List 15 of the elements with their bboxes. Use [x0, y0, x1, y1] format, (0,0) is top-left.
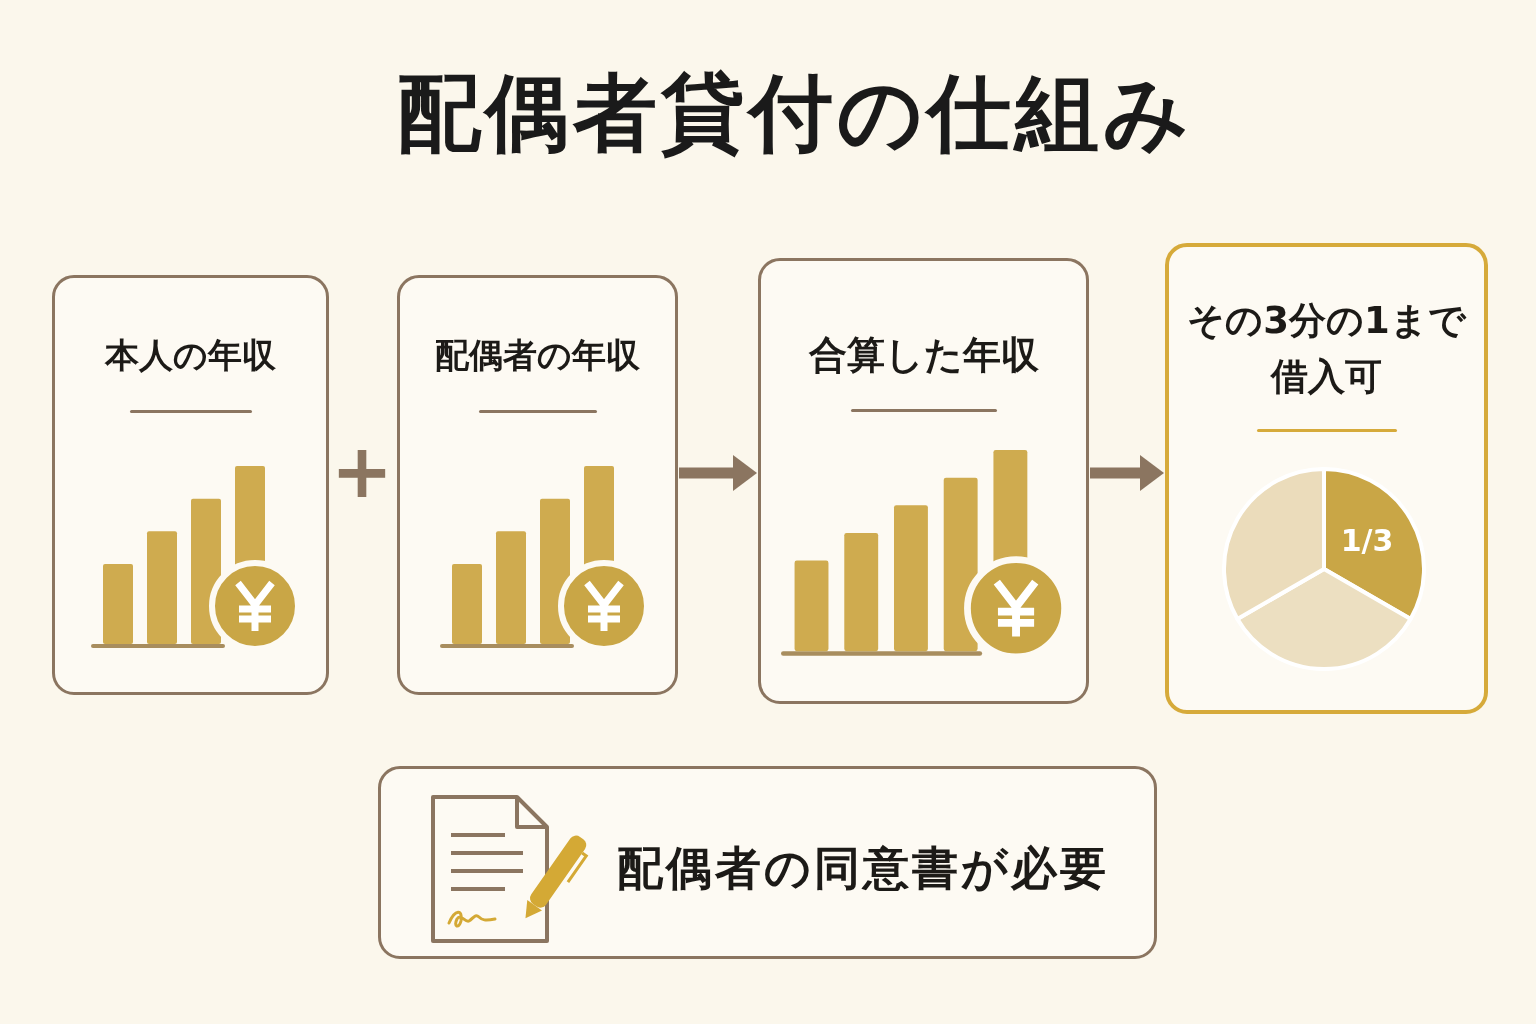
card-heading: 本人の年収	[105, 334, 276, 377]
fraction-label: 1/3	[1340, 526, 1394, 556]
card	[397, 275, 678, 695]
arrow	[679, 455, 757, 491]
title: 配偶者貸付の仕組み	[397, 63, 1193, 164]
arrow	[1090, 455, 1164, 491]
card	[758, 258, 1089, 704]
plus-sign: +	[331, 434, 393, 508]
card-heading: その3分の1まで借入可	[1186, 298, 1468, 400]
highlight-card	[1165, 243, 1488, 714]
banner	[378, 766, 1157, 959]
banner-text: 配偶者の同意書が必要	[617, 840, 1109, 897]
card-heading: 合算した年収	[808, 332, 1039, 379]
card	[52, 275, 329, 695]
card-heading: 配偶者の年収	[435, 334, 640, 377]
